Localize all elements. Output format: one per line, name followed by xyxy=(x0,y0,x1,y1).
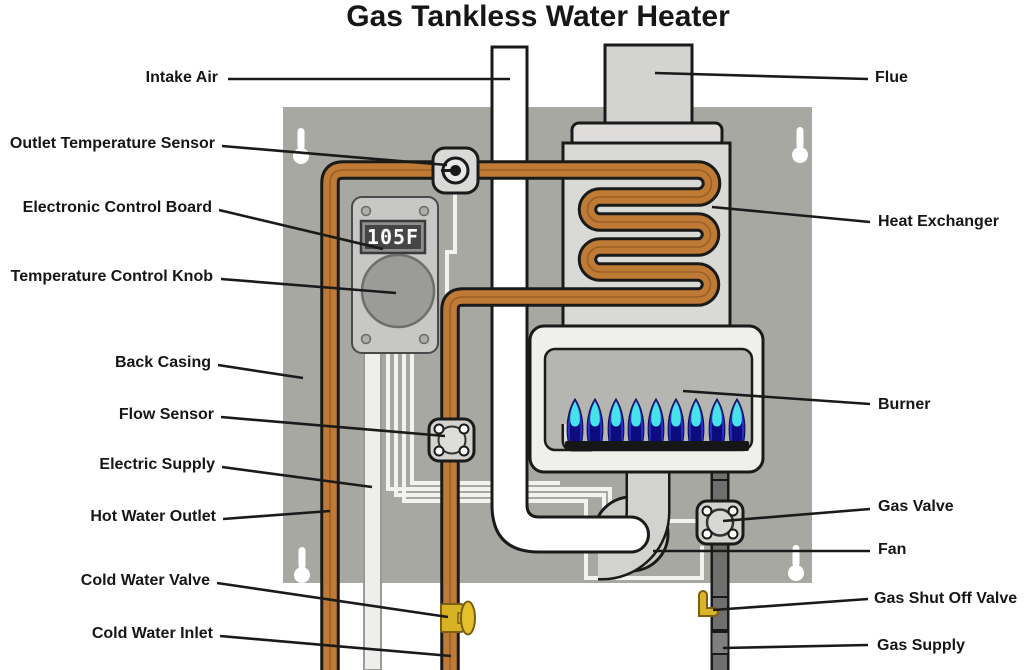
label-electric-supply: Electric Supply xyxy=(99,456,215,473)
label-intake-air: Intake Air xyxy=(145,69,218,86)
label-flue: Flue xyxy=(875,69,908,86)
flow-sensor xyxy=(427,417,476,463)
burner xyxy=(528,324,765,474)
diagram-title: Gas Tankless Water Heater xyxy=(346,0,730,33)
pointer-flue xyxy=(654,71,869,81)
pointer-temperature-control-knob xyxy=(220,277,397,295)
pointer-heat-exchanger xyxy=(711,205,871,224)
pointer-gas-shut-off-valve xyxy=(712,597,869,612)
pointer-gas-supply xyxy=(722,643,869,650)
label-electronic-control-board: Electronic Control Board xyxy=(22,199,212,216)
cold-water-valve[interactable] xyxy=(440,600,476,636)
display-reading: 105F xyxy=(367,225,419,249)
gas-supply-pipe xyxy=(710,458,730,670)
label-outlet-temperature-sensor: Outlet Temperature Sensor xyxy=(9,135,215,152)
burner-rail xyxy=(565,441,749,451)
sensor-wire xyxy=(445,194,457,312)
water-pipe-copper xyxy=(320,160,722,670)
board-screws xyxy=(360,205,430,345)
pointer-outlet-temperature-sensor xyxy=(221,144,448,167)
flue xyxy=(603,43,694,129)
label-burner: Burner xyxy=(878,396,931,413)
gas-valve xyxy=(695,499,745,546)
pointer-electronic-control-board xyxy=(218,208,384,251)
outlet-temperature-sensor xyxy=(431,146,480,195)
pointer-lines xyxy=(216,71,871,658)
label-gas-valve: Gas Valve xyxy=(878,498,954,515)
pipe-coupler xyxy=(710,629,730,655)
label-heat-exchanger: Heat Exchanger xyxy=(878,213,999,230)
pointer-gas-valve xyxy=(722,507,871,523)
label-cold-water-inlet: Cold Water Inlet xyxy=(91,625,213,642)
pointer-cold-water-valve xyxy=(216,581,449,619)
label-cold-water-valve: Cold Water Valve xyxy=(80,572,210,589)
label-fan: Fan xyxy=(878,541,907,558)
pointer-hot-water-outlet xyxy=(222,509,331,521)
label-back-casing: Back Casing xyxy=(114,354,211,371)
label-hot-water-outlet: Hot Water Outlet xyxy=(90,508,216,525)
label-flow-sensor: Flow Sensor xyxy=(118,406,214,423)
label-temperature-control-knob: Temperature Control Knob xyxy=(10,268,213,285)
pointer-electric-supply xyxy=(221,465,373,489)
pointer-cold-water-inlet xyxy=(219,634,452,658)
label-gas-shut-off-valve: Gas Shut Off Valve xyxy=(874,590,1018,607)
electronic-control-board: 105F xyxy=(351,196,439,354)
pointer-burner xyxy=(682,389,871,406)
temperature-display: 105F xyxy=(359,219,427,255)
pointer-back-casing xyxy=(217,363,304,380)
pointer-flow-sensor xyxy=(220,415,446,438)
gas-shut-off-valve[interactable] xyxy=(698,590,729,633)
label-gas-supply: Gas Supply xyxy=(877,637,966,654)
electric-supply-cable xyxy=(363,350,382,670)
